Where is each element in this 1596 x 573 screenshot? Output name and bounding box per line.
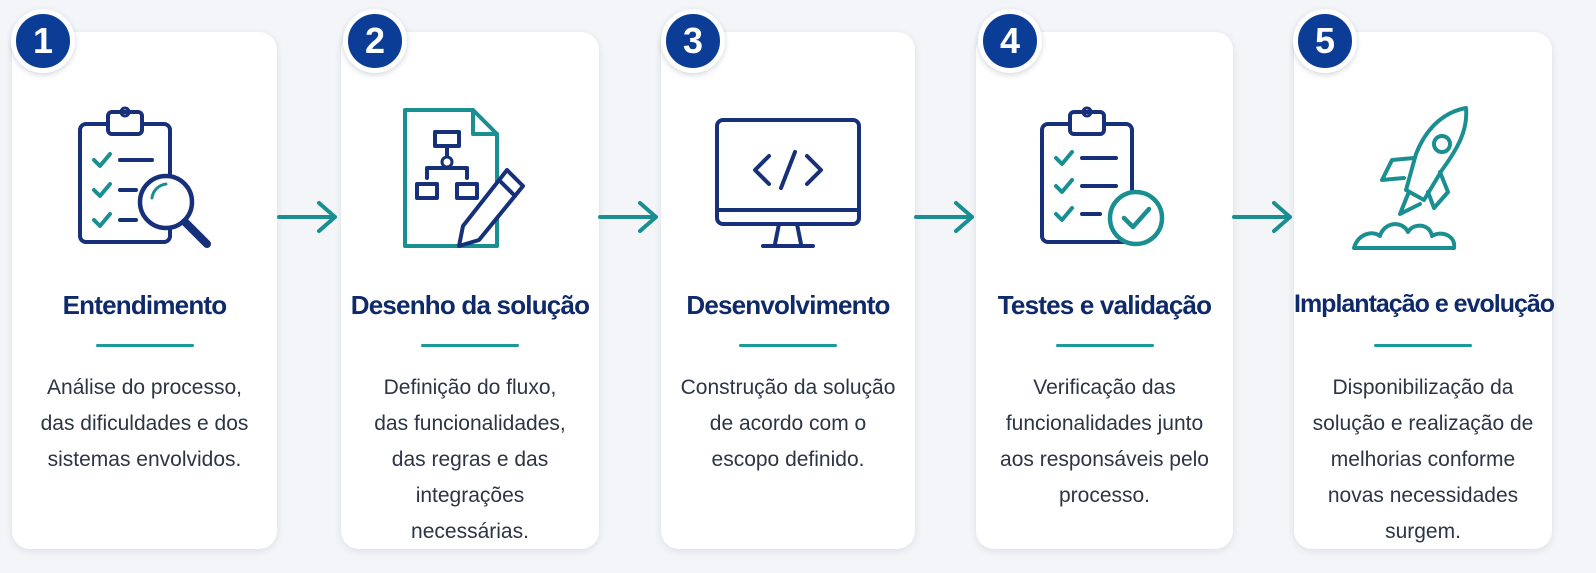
step-description: Verificação das funcionalidades junto ao… [986, 370, 1223, 514]
step-number-badge-5: 5 [1293, 9, 1357, 73]
arrow-right-icon [914, 201, 974, 233]
step-title: Testes e validação [997, 290, 1212, 320]
flowchart-document-pencil-icon [403, 108, 525, 248]
description-line: das funcionalidades, [374, 412, 566, 435]
description-line: Definição do fluxo, [383, 376, 557, 399]
step-card-4: Testes e validação Verificação das funci… [976, 32, 1233, 549]
arrow-right-icon [277, 201, 337, 233]
description-line: melhorias conforme [1330, 448, 1516, 471]
step-number-badge-1: 1 [11, 9, 75, 73]
step-title: Implantação e evolução [1294, 290, 1555, 318]
step-description: Construção da solução de acordo com o es… [671, 370, 905, 478]
step-card-3: Desenvolvimento Construção da solução de… [661, 32, 915, 549]
description-line: necessárias. [411, 520, 529, 543]
description-line: aos responsáveis pelo [1000, 448, 1209, 471]
accent-divider [739, 344, 837, 347]
clipboard-search-icon [77, 106, 211, 248]
description-line: processo. [1058, 484, 1151, 507]
step-number-badge-2: 2 [343, 9, 407, 73]
arrow-right-icon [598, 201, 658, 233]
description-line: sistemas envolvidos. [47, 448, 242, 471]
description-line: Verificação das [1033, 376, 1176, 399]
step-card-2: Desenho da solução Definição do fluxo, d… [341, 32, 599, 549]
arrow-right-icon [1232, 201, 1292, 233]
description-line: Construção da solução [680, 376, 896, 399]
rocket-icon [1352, 106, 1469, 250]
description-line: Disponibilização da [1332, 376, 1514, 399]
description-line: Análise do processo, [47, 376, 242, 399]
step-title: Desenho da solução [350, 290, 590, 320]
step-card-5: Implantação e evolução Disponibilização … [1294, 32, 1555, 550]
description-line: integrações [415, 484, 525, 507]
description-line: das regras e das [391, 448, 549, 471]
description-line: solução e realização de [1312, 412, 1534, 435]
description-line: das dificuldades e dos [40, 412, 249, 435]
description-line: funcionalidades junto [1005, 412, 1204, 435]
clipboard-check-icon [1039, 106, 1164, 247]
step-description: Disponibilização da solução e realização… [1304, 370, 1542, 550]
step-description: Definição do fluxo, das funcionalidades,… [351, 370, 589, 550]
description-line: de acordo com o [709, 412, 867, 435]
description-line: novas necessidades [1327, 484, 1519, 507]
accent-divider [1374, 344, 1472, 347]
step-number-badge-4: 4 [978, 9, 1042, 73]
monitor-code-icon [715, 118, 861, 248]
accent-divider [421, 344, 519, 347]
step-description: Análise do processo, das dificuldades e … [22, 370, 267, 478]
step-title: Entendimento [62, 290, 228, 320]
accent-divider [1055, 344, 1154, 347]
accent-divider [95, 344, 194, 347]
step-title: Desenvolvimento [686, 290, 890, 320]
description-line: escopo definido. [711, 448, 865, 471]
description-line: surgem. [1385, 520, 1461, 543]
step-card-1: Entendimento Análise do processo, das di… [12, 32, 277, 549]
step-number-badge-3: 3 [661, 9, 725, 73]
